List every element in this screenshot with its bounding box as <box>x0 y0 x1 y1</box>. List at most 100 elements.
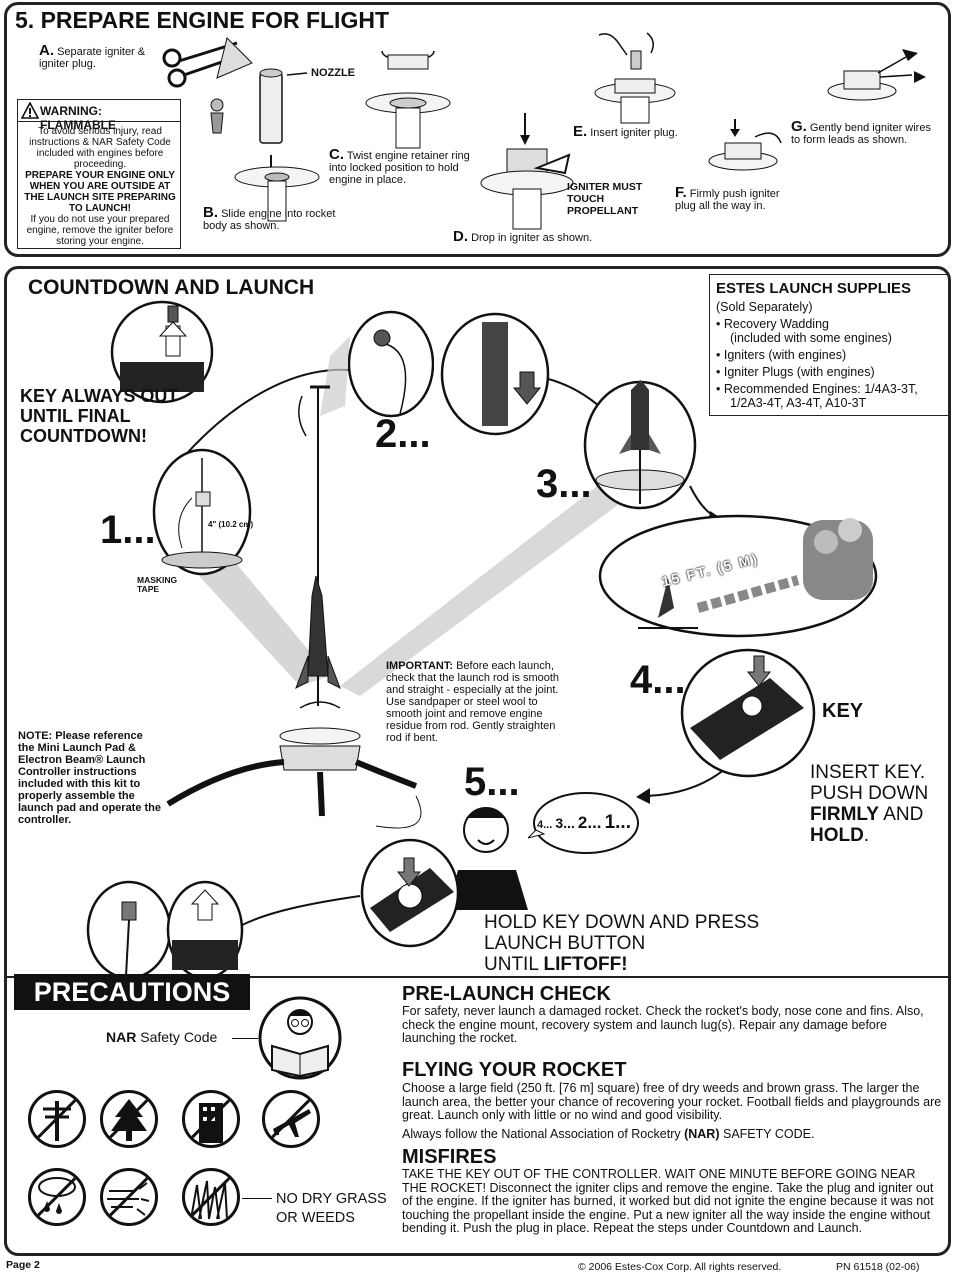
rocket-body-top-b <box>234 166 320 222</box>
launch-supplies-box: ESTES LAUNCH SUPPLIES (Sold Separately) … <box>709 274 949 416</box>
misfires-title: MISFIRES <box>402 1146 497 1168</box>
bubble-countdown: 4... 3... 2... 1... <box>537 812 631 834</box>
hold-key-until: UNTIL <box>484 954 539 975</box>
step-e-caption: E. Insert igniter plug. <box>573 124 713 139</box>
warning-header: WARNING: FLAMMABLE <box>18 100 180 132</box>
supplies-item-6: 1/2A3-4T, A3-4T, A10-3T <box>730 396 867 410</box>
step-3-label: 3... <box>536 462 592 506</box>
rocket-on-pad-inset <box>583 380 697 510</box>
igniter-must-touch-label: IGNITER MUST TOUCH PROPELLANT <box>567 181 643 217</box>
no-trees-icon <box>100 1090 158 1148</box>
step-5-label: 5... <box>464 760 520 804</box>
step-f-caption: F. Firmly push igniter plug all the way … <box>675 185 801 212</box>
step-g-text: Gently bend igniter wires to form leads … <box>791 122 931 146</box>
prelaunch-title: PRE-LAUNCH CHECK <box>402 983 611 1005</box>
prepare-engine-title: 5. PREPARE ENGINE FOR FLIGHT <box>15 7 389 33</box>
remove-key-inset <box>166 880 244 980</box>
step-e-text: Insert igniter plug. <box>590 127 678 139</box>
flying-title: FLYING YOUR ROCKET <box>402 1059 627 1081</box>
misfires-text: TAKE THE KEY OUT OF THE CONTROLLER. WAIT… <box>402 1167 934 1235</box>
step-g-caption: G. Gently bend igniter wires to form lea… <box>791 118 943 146</box>
supplies-subtitle: (Sold Separately) <box>716 300 813 314</box>
controller-note: NOTE: Please reference the Mini Launch P… <box>18 730 162 826</box>
hold-key-line-2: LAUNCH BUTTON <box>484 933 646 954</box>
no-buildings-icon <box>182 1090 240 1148</box>
no-dry-grass-label: NO DRY GRASS OR WEEDS <box>276 1191 387 1226</box>
copyright: © 2006 Estes-Cox Corp. All rights reserv… <box>578 1261 782 1273</box>
masking-tape-inset <box>152 448 252 576</box>
insert-key-firmly: FIRMLY <box>810 804 879 825</box>
nozzle-label: NOZZLE <box>311 67 355 79</box>
igniter-clip-inset <box>348 310 434 418</box>
insert-key-text: INSERT KEY. PUSH DOWN <box>810 762 929 804</box>
remove-clip-inset <box>86 880 172 980</box>
step-2-label: 2... <box>375 412 431 456</box>
warning-text: To avoid serious injury, read instructio… <box>22 126 178 247</box>
key-label: KEY <box>822 700 864 722</box>
supplies-item-1: • Recovery Wadding <box>716 317 829 331</box>
warning-line-1: To avoid serious injury, read instructio… <box>29 126 171 170</box>
warning-box: WARNING: FLAMMABLE To avoid serious inju… <box>17 99 181 249</box>
step-f-text: Firmly push igniter plug all the way in. <box>675 188 780 212</box>
countdown-panel <box>4 266 951 1256</box>
nar-safety-code-label: NAR Safety Code <box>106 1029 217 1045</box>
warning-title: WARNING: FLAMMABLE <box>40 104 116 132</box>
drop-igniter-illustration <box>480 113 574 230</box>
precautions-divider <box>4 976 951 978</box>
flying-text-nar: Always follow the National Association o… <box>402 1127 942 1142</box>
no-power-lines-icon <box>28 1090 86 1148</box>
prelaunch-text: For safety, never launch a damaged rocke… <box>402 1004 924 1045</box>
important-label: IMPORTANT: <box>386 660 454 672</box>
reading-person-icon <box>258 996 342 1080</box>
flying-text: Choose a large field (250 ft. [76 m] squ… <box>402 1081 942 1122</box>
insert-key-hold: HOLD <box>810 825 864 846</box>
retainer-ring-illustration <box>365 50 451 149</box>
nar-rest: Safety Code <box>140 1029 218 1045</box>
flying-text-nar-c: SAFETY CODE. <box>723 1127 815 1141</box>
no-dry-grass-icon <box>182 1168 240 1226</box>
bubble-1: 1... <box>604 812 631 833</box>
supplies-item-4: • Igniter Plugs (with engines) <box>716 365 875 379</box>
step-a-letter: A. <box>39 42 54 59</box>
launch-button-inset <box>360 838 460 948</box>
flying-text-nar-a: Always follow the National Association o… <box>402 1127 681 1141</box>
page-number: Page 2 <box>6 1259 40 1271</box>
step-g-letter: G. <box>791 118 807 135</box>
step-d-caption: D. Drop in igniter as shown. <box>453 228 633 245</box>
insert-key-and: AND <box>883 804 924 825</box>
insert-key-instruction: INSERT KEY. PUSH DOWN FIRMLY AND HOLD. <box>810 762 950 846</box>
step-4-label: 4... <box>630 658 686 702</box>
insert-plug-illustration <box>594 32 676 124</box>
push-plug-illustration <box>708 119 782 171</box>
step-a-text: Separate igniter & igniter plug. <box>39 46 146 70</box>
bubble-4: 4... <box>537 819 553 831</box>
supplies-item-2: (included with some engines) <box>730 331 892 345</box>
supplies-item-5: • Recommended Engines: 1/4A3-3T, <box>716 382 918 396</box>
person-counting-illustration <box>448 807 528 910</box>
key-out-inset <box>110 300 214 404</box>
warning-line-2: PREPARE YOUR ENGINE ONLY WHEN YOU ARE OU… <box>24 170 176 214</box>
hold-key-line-3: UNTIL LIFTOFF! <box>484 954 804 975</box>
measure-label: 4" (10.2 cm) <box>208 520 254 529</box>
bend-wires-illustration <box>827 49 926 101</box>
step-b-caption: B. Slide engine into rocket body as show… <box>203 205 353 232</box>
warning-triangle-icon <box>21 102 39 119</box>
hold-key-liftoff: LIFTOFF! <box>543 954 628 975</box>
insert-key-period: . <box>863 825 870 846</box>
step-c-caption: C. Twist engine retainer ring into locke… <box>329 147 479 186</box>
insert-key-inset <box>680 648 816 778</box>
step-d-letter: D. <box>453 228 468 245</box>
supplies-title: ESTES LAUNCH SUPPLIES <box>716 280 912 297</box>
step-c-text: Twist engine retainer ring into locked p… <box>329 150 470 186</box>
part-number: PN 61518 (02-06) <box>836 1261 920 1273</box>
bubble-3: 3... <box>555 815 575 831</box>
rocket-on-rod-inset <box>440 312 550 436</box>
prepare-engine-panel: 5. PREPARE ENGINE FOR FLIGHT A. Separate… <box>4 2 951 257</box>
important-note: IMPORTANT: Before each launch, check tha… <box>386 660 572 744</box>
no-aircraft-icon <box>262 1090 320 1148</box>
step-a-caption: A. Separate igniter & igniter plug. <box>39 42 157 70</box>
scissors-illustration <box>162 37 253 134</box>
step-b-text: Slide engine into rocket body as shown. <box>203 208 336 232</box>
hold-key-line-1: HOLD KEY DOWN AND PRESS <box>484 912 760 933</box>
countdown-speech-bubble <box>528 792 639 854</box>
